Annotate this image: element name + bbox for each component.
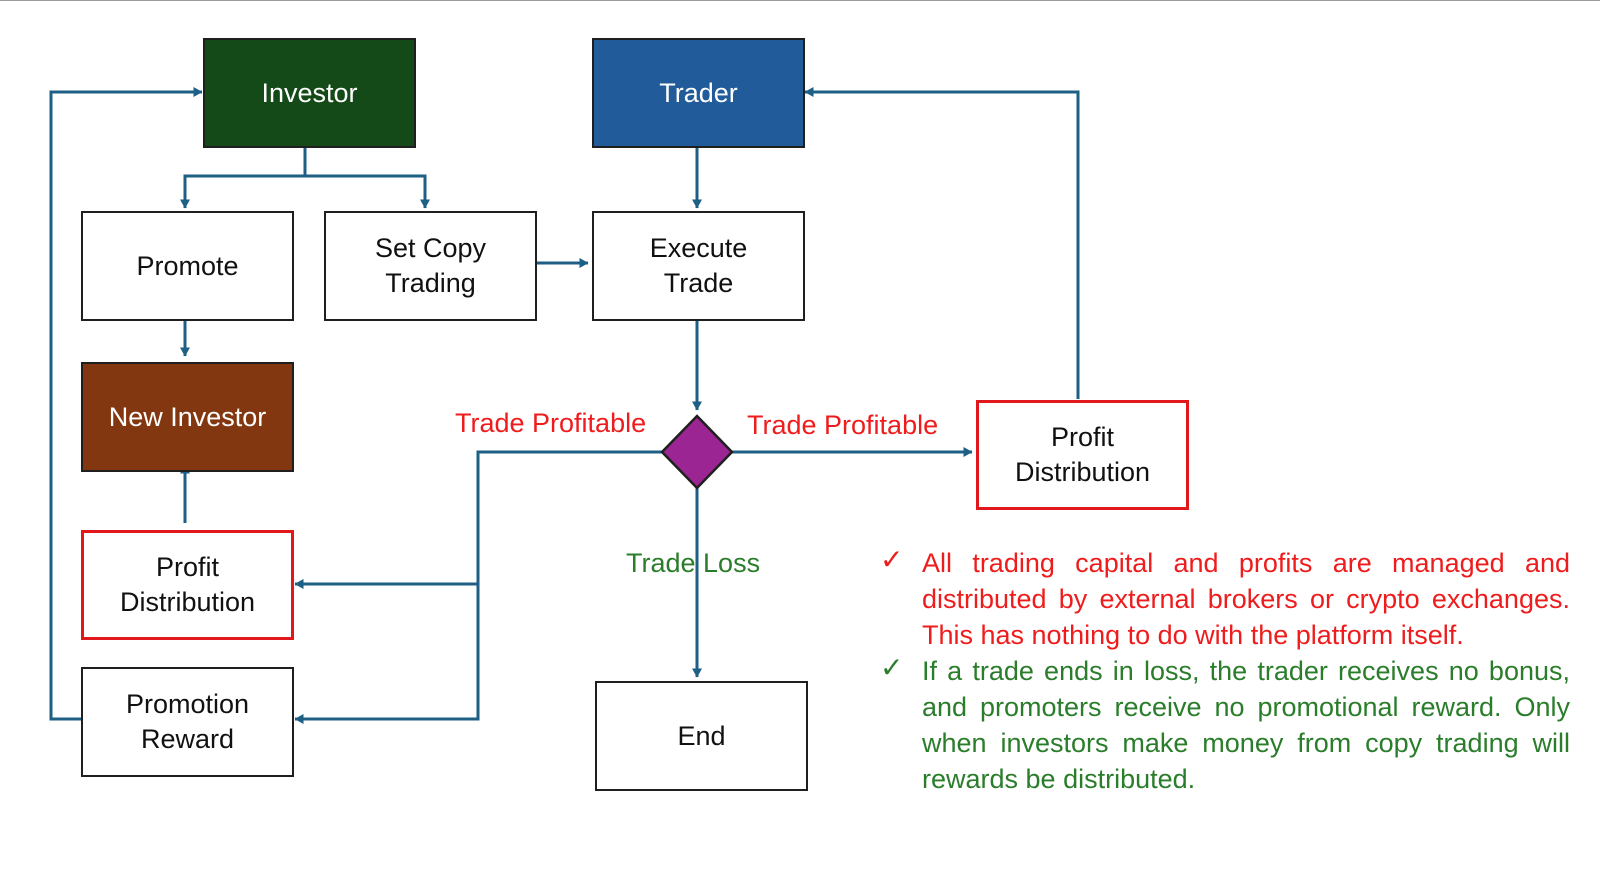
edge-label-trade-profitable-right: Trade Profitable — [747, 410, 939, 440]
profit-distribution-left-line-1: Profit — [155, 552, 220, 582]
arrow-profit-right-to-trader — [804, 87, 1080, 399]
new-investor-node: New Investor — [81, 362, 294, 472]
profit-distribution-left-node: Profit Distribution — [81, 530, 294, 640]
end-node: End — [595, 681, 808, 791]
arrow-reward-to-investor — [49, 87, 203, 721]
execute-trade-node: Execute Trade — [592, 211, 805, 321]
end-label: End — [677, 720, 726, 751]
note-item: ✓ All trading capital and profits are ma… — [880, 543, 1570, 653]
investor-node: Investor — [203, 38, 416, 148]
set-copy-trading-node: Set Copy Trading — [324, 211, 537, 321]
profit-distribution-right-line-1: Profit — [1050, 422, 1115, 452]
edge-label-trade-loss: Trade Loss — [626, 548, 761, 578]
edge-label-trade-profitable-left: Trade Profitable — [455, 408, 647, 438]
trader-label: Trader — [659, 77, 738, 108]
trader-node: Trader — [592, 38, 805, 148]
check-icon: ✓ — [880, 651, 904, 684]
promote-node: Promote — [81, 211, 294, 321]
new-investor-label: New Investor — [108, 401, 267, 432]
arrow-investor-to-set-copy — [305, 174, 430, 209]
note-text: All trading capital and profits are mana… — [922, 548, 1570, 650]
execute-trade-line-1: Execute — [649, 233, 748, 263]
arrow-decision-to-profit-left — [294, 450, 662, 589]
promotion-reward-line-2: Reward — [140, 724, 235, 754]
note-item: ✓ If a trade ends in loss, the trader re… — [880, 651, 1570, 797]
promote-label: Promote — [136, 250, 239, 281]
note-text: If a trade ends in loss, the trader rece… — [922, 656, 1570, 794]
check-icon: ✓ — [880, 543, 904, 576]
profit-distribution-left-line-2: Distribution — [119, 587, 256, 617]
investor-label: Investor — [261, 77, 358, 108]
profit-distribution-right-node: Profit Distribution — [976, 400, 1189, 510]
decision-diamond — [660, 414, 734, 490]
execute-trade-line-2: Trade — [663, 268, 734, 298]
profit-distribution-right-line-2: Distribution — [1014, 457, 1151, 487]
set-copy-trading-line-2: Trading — [385, 268, 476, 298]
promotion-reward-line-1: Promotion — [125, 689, 250, 719]
top-border-line — [0, 0, 1600, 1]
notes-list: ✓ All trading capital and profits are ma… — [880, 543, 1570, 797]
promotion-reward-node: Promotion Reward — [81, 667, 294, 777]
arrow-investor-to-promote — [180, 145, 307, 209]
set-copy-trading-line-1: Set Copy — [374, 233, 487, 263]
arrow-decision-to-promotion-reward — [294, 584, 480, 724]
